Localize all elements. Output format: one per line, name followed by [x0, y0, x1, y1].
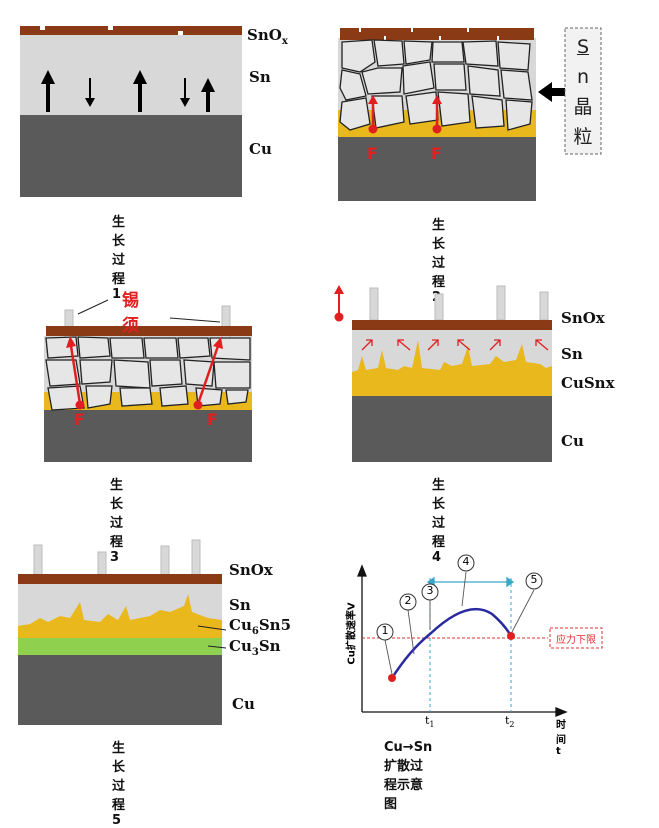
panel2-diagram [338, 27, 602, 201]
marker-label: 5 [530, 573, 538, 586]
p2-oxide-cracks [359, 28, 499, 40]
p4-oxide-layer [352, 320, 552, 330]
p2-grain-char: n [576, 66, 590, 88]
p5-imc-layer [18, 594, 222, 640]
p5-copper-layer [18, 655, 222, 725]
p5-label-tin: Sn [229, 596, 251, 614]
p4-label-imc: CuSnx [561, 374, 615, 392]
interval-arrow [426, 576, 515, 588]
p3-whisker-pointer [77, 299, 109, 315]
marker-label: 2 [404, 594, 412, 607]
p2-oxide-layer [340, 28, 534, 40]
p1-oxide-gap [40, 26, 45, 30]
curve-point-end [507, 632, 515, 640]
p4-copper-layer [352, 396, 552, 462]
p1-copper-layer [20, 115, 242, 197]
marker-circles [376, 554, 543, 641]
p2-grain-char: 粒 [573, 126, 593, 148]
p5-label-oxide: SnOx [229, 561, 273, 579]
p2-copper-layer [338, 137, 536, 201]
p1-label-copper: Cu [249, 140, 272, 158]
p1-caption: 生长过程 1 [112, 215, 126, 302]
p3-force-arrow [193, 337, 223, 410]
p4-label-oxide: SnOx [561, 309, 605, 327]
diffusion-curve [390, 607, 513, 679]
p3-oxide-layer [46, 326, 252, 336]
p1-label-oxide: SnOx [247, 26, 288, 47]
p2-pointer-arrow [538, 82, 566, 102]
p2-sn-grains [339, 39, 533, 131]
p2-force-label: F [431, 144, 442, 163]
p3-sn-grains [45, 336, 251, 411]
p3-caption: 生长过程 3 [110, 478, 124, 565]
p4-label-tin: Sn [561, 345, 583, 363]
p3-force-arrow [66, 336, 85, 410]
p4-growth-indicator [334, 285, 344, 322]
t1-label: t1 [425, 714, 435, 730]
p2-grain-label-box [564, 27, 602, 155]
p4-imc-layer [352, 340, 552, 398]
p3-copper-layer [44, 410, 252, 462]
p2-grain-char: 晶 [573, 96, 593, 118]
p5-label-cu3sn: Cu3Sn [229, 637, 281, 658]
panel5-diagram [18, 539, 227, 725]
plot-ylabel: Cu扩散速率V [346, 602, 358, 665]
marker-label: 1 [381, 624, 389, 637]
p5-cu3sn-layer [18, 638, 222, 656]
p2-caption: 生长过程 2 [432, 218, 446, 305]
p3-whisker-label: 锡须 [122, 291, 139, 336]
p3-force-label: F [207, 410, 218, 429]
plot-axes [357, 564, 568, 717]
p1-label-tin: Sn [249, 68, 271, 86]
t2-label: t2 [505, 714, 515, 730]
p1-up-arrow [41, 70, 55, 112]
panel4-diagram [334, 285, 552, 462]
p5-cu3sn-pointer [207, 645, 227, 649]
panel1-diagram [20, 26, 242, 197]
plot-xlabel: 时间t [556, 720, 566, 757]
p1-oxide-gap [108, 26, 113, 30]
diffusion-plot [357, 554, 603, 717]
panel3-diagram [44, 299, 252, 462]
marker-label: 4 [462, 555, 470, 568]
marker-leaders [384, 571, 535, 675]
p5-label-cu6sn5: Cu6Sn5 [229, 616, 292, 637]
marker-label: 3 [426, 584, 434, 597]
p1-tin-layer [20, 35, 242, 115]
threshold-label: 应力下限 [556, 635, 596, 646]
p1-down-arrow [180, 78, 190, 107]
p4-label-copper: Cu [561, 432, 584, 450]
p5-label-copper: Cu [232, 695, 255, 713]
p2-grain-label: S n 晶 粒 [565, 32, 601, 152]
p2-grain-char: S [576, 36, 590, 58]
p3-force-label: F [74, 410, 85, 429]
p4-caption: 生长过程 4 [432, 478, 446, 565]
p1-up-arrow [133, 70, 147, 112]
p1-oxide-gap [178, 31, 183, 35]
curve-point-start [388, 674, 396, 682]
p5-cu6sn5-pointer [197, 625, 227, 631]
p2-force-arrow [432, 95, 442, 134]
threshold-label-box [549, 627, 603, 649]
p3-whisker-pointer [169, 317, 221, 323]
p6-caption: Cu→Sn 扩散过程示意图 [384, 740, 433, 812]
p1-up-arrow [201, 78, 215, 112]
p1-oxide-layer [20, 26, 242, 35]
p5-oxide-layer [18, 574, 222, 584]
p1-down-arrow [85, 78, 95, 107]
p2-force-label: F [367, 144, 378, 163]
p4-stress-arrows [361, 339, 549, 351]
p2-force-arrow [368, 95, 378, 134]
